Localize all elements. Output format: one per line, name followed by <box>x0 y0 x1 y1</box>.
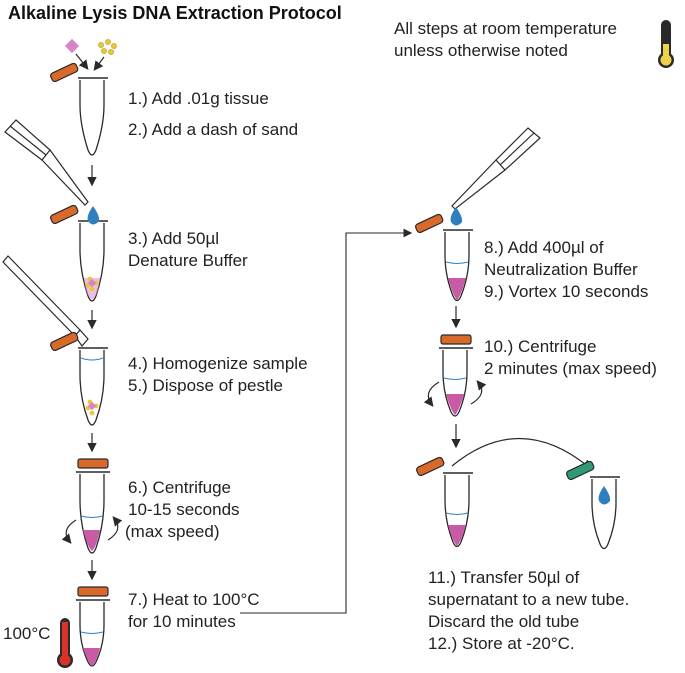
step-8-line2: Neutralization Buffer <box>484 260 638 279</box>
tube-icon-2 <box>50 204 108 302</box>
step-11-line3: Discard the old tube <box>428 612 580 631</box>
drop-icon-3 <box>598 486 611 505</box>
step-3-line1: 3.) Add 50µl <box>128 229 220 248</box>
step-4: 4.) Homogenize sample <box>128 354 308 373</box>
tube-icon-8 <box>416 456 473 548</box>
drop-icon-2 <box>450 207 463 226</box>
centrifuge-arrow-icon-2 <box>423 380 487 407</box>
tube-icon-9 <box>566 460 620 550</box>
step-11-line1: 11.) Transfer 50µl of <box>428 568 580 587</box>
tube-icon-6 <box>415 213 473 302</box>
step-3-line2: Denature Buffer <box>128 251 248 270</box>
step-7-line1: 7.) Heat to 100°C <box>128 590 260 609</box>
step-8-line1: 8.) Add 400µl of <box>484 238 604 257</box>
room-temp-note-line1: All steps at room temperature <box>394 19 617 38</box>
tube-icon-3 <box>50 331 108 426</box>
sand-icon <box>98 39 117 55</box>
thermometer-icon-room <box>658 20 674 68</box>
step-5: 5.) Dispose of pestle <box>128 376 283 395</box>
pestle-icon <box>2 255 89 347</box>
step-12: 12.) Store at -20°C. <box>428 634 575 653</box>
page-title: Alkaline Lysis DNA Extraction Protocol <box>8 3 342 23</box>
temperature-label: 100°C <box>3 624 51 643</box>
tube-icon-7 <box>439 334 473 417</box>
tube-icon-4 <box>76 458 110 554</box>
step-6-line2: 10-15 seconds <box>128 500 240 519</box>
pipette-icon-1 <box>4 119 89 206</box>
step-2: 2.) Add a dash of sand <box>128 120 299 139</box>
step-10-line2: 2 minutes (max speed) <box>484 359 657 378</box>
centrifuge-arrow-icon-1 <box>61 516 123 544</box>
room-temp-note-line2: unless otherwise noted <box>394 41 568 60</box>
thermometer-icon-hot <box>57 618 73 668</box>
step-11-line2: supernatant to a new tube. <box>428 590 630 609</box>
step-6-line3: (max speed) <box>125 522 220 541</box>
tube-icon-1 <box>50 62 108 156</box>
drop-icon-1 <box>87 206 100 225</box>
step-10-line1: 10.) Centrifuge <box>484 337 597 356</box>
step-1: 1.) Add .01g tissue <box>128 89 269 108</box>
step-6-line1: 6.) Centrifuge <box>128 478 231 497</box>
step-7-line2: for 10 minutes <box>128 612 236 631</box>
step-9: 9.) Vortex 10 seconds <box>484 282 649 301</box>
pipette-icon-2 <box>451 127 541 210</box>
tube-icon-5 <box>76 586 110 667</box>
tissue-icon <box>64 38 80 54</box>
